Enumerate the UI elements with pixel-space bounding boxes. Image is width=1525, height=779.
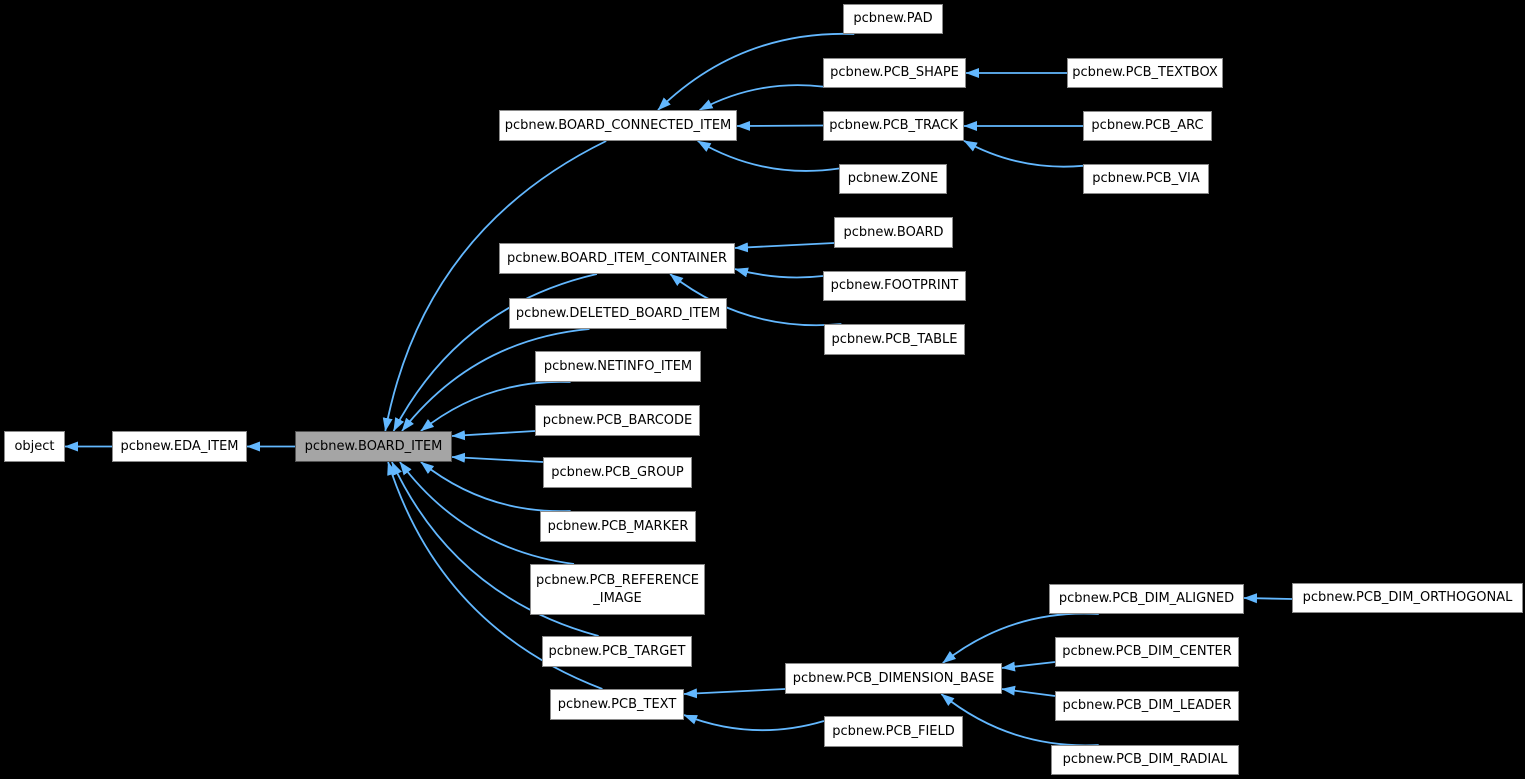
class-node-pcb-text[interactable]: pcbnew.PCB_TEXT — [550, 689, 684, 720]
inheritance-edge-netinfo-item-to-board-item — [420, 380, 571, 432]
inheritance-edge-board-to-board-item-container — [734, 242, 835, 253]
class-node-pcb-dimension-base[interactable]: pcbnew.PCB_DIMENSION_BASE — [785, 663, 1002, 694]
class-node-pcb-dim-leader[interactable]: pcbnew.PCB_DIM_LEADER — [1055, 691, 1239, 721]
inheritance-edge-pcb-track-to-board-connected-item — [736, 120, 824, 131]
inheritance-edge-pcb-dim-center-to-pcb-dimension-base — [1001, 661, 1056, 672]
class-node-pcb-reference-image[interactable]: pcbnew.PCB_REFERENCE _IMAGE — [530, 564, 705, 615]
class-node-pcb-arc[interactable]: pcbnew.PCB_ARC — [1083, 111, 1212, 141]
class-node-pcb-group[interactable]: pcbnew.PCB_GROUP — [543, 457, 692, 488]
inheritance-edge-footprint-to-board-item-container — [734, 267, 824, 279]
class-node-pcb-track[interactable]: pcbnew.PCB_TRACK — [823, 111, 964, 141]
inheritance-edge-board-connected-item-to-board-item — [382, 140, 607, 432]
inheritance-edge-board-item-container-to-board-item — [392, 273, 598, 432]
inheritance-edge-pcb-dim-leader-to-pcb-dimension-base — [1001, 685, 1056, 697]
class-node-pcb-barcode[interactable]: pcbnew.PCB_BARCODE — [535, 405, 700, 436]
class-node-pcb-marker[interactable]: pcbnew.PCB_MARKER — [540, 511, 696, 542]
inheritance-edge-pcb-target-to-board-item — [391, 461, 599, 637]
inheritance-edge-pcb-group-to-board-item — [451, 452, 544, 463]
class-node-pcb-shape[interactable]: pcbnew.PCB_SHAPE — [823, 58, 966, 88]
inheritance-edge-pcb-shape-to-board-connected-item — [699, 84, 824, 111]
class-node-pcb-field[interactable]: pcbnew.PCB_FIELD — [824, 716, 963, 747]
class-node-zone[interactable]: pcbnew.ZONE — [839, 164, 947, 194]
class-node-pcb-dim-aligned[interactable]: pcbnew.PCB_DIM_ALIGNED — [1049, 584, 1244, 614]
class-node-footprint[interactable]: pcbnew.FOOTPRINT — [823, 271, 966, 301]
class-node-board-connected-item[interactable]: pcbnew.BOARD_CONNECTED_ITEM — [499, 110, 737, 141]
inheritance-edge-pcb-barcode-to-board-item — [451, 430, 536, 441]
class-node-pcb-via[interactable]: pcbnew.PCB_VIA — [1083, 164, 1209, 194]
inheritance-edge-pcb-field-to-pcb-text — [683, 714, 825, 732]
class-node-pcb-target[interactable]: pcbnew.PCB_TARGET — [542, 636, 692, 667]
class-node-pcb-dim-center[interactable]: pcbnew.PCB_DIM_CENTER — [1055, 637, 1239, 667]
inheritance-edge-deleted-board-item-to-board-item — [401, 328, 590, 432]
class-node-board-item: pcbnew.BOARD_ITEM — [295, 431, 452, 462]
class-node-object[interactable]: object — [4, 431, 65, 462]
class-node-pad[interactable]: pcbnew.PAD — [843, 4, 943, 34]
inheritance-edge-zone-to-board-connected-item — [697, 140, 840, 172]
class-node-eda-item[interactable]: pcbnew.EDA_ITEM — [112, 431, 247, 462]
class-node-board[interactable]: pcbnew.BOARD — [834, 217, 953, 248]
class-node-board-item-container[interactable]: pcbnew.BOARD_ITEM_CONTAINER — [499, 243, 735, 274]
inheritance-edge-pcb-via-to-pcb-track — [963, 140, 1084, 168]
inheritance-edge-pcb-text-to-board-item — [387, 461, 603, 690]
inheritance-edge-pcb-reference-image-to-board-item — [399, 461, 575, 565]
inheritance-edge-pad-to-board-connected-item — [657, 32, 855, 111]
inheritance-edge-pcb-table-to-board-item-container — [669, 273, 842, 327]
class-node-pcb-textbox[interactable]: pcbnew.PCB_TEXTBOX — [1067, 58, 1223, 88]
class-node-pcb-table[interactable]: pcbnew.PCB_TABLE — [824, 324, 965, 355]
class-node-netinfo-item[interactable]: pcbnew.NETINFO_ITEM — [535, 351, 701, 382]
inheritance-edge-pcb-dim-orthogonal-to-pcb-dim-aligned — [1243, 593, 1293, 604]
inheritance-edge-pcb-marker-to-board-item — [420, 461, 571, 513]
class-node-deleted-board-item[interactable]: pcbnew.DELETED_BOARD_ITEM — [509, 298, 727, 329]
class-node-pcb-dim-orthogonal[interactable]: pcbnew.PCB_DIM_ORTHOGONAL — [1292, 583, 1523, 613]
inheritance-edge-pcb-dimension-base-to-pcb-text — [683, 688, 786, 699]
class-node-pcb-dim-radial[interactable]: pcbnew.PCB_DIM_RADIAL — [1051, 745, 1239, 775]
